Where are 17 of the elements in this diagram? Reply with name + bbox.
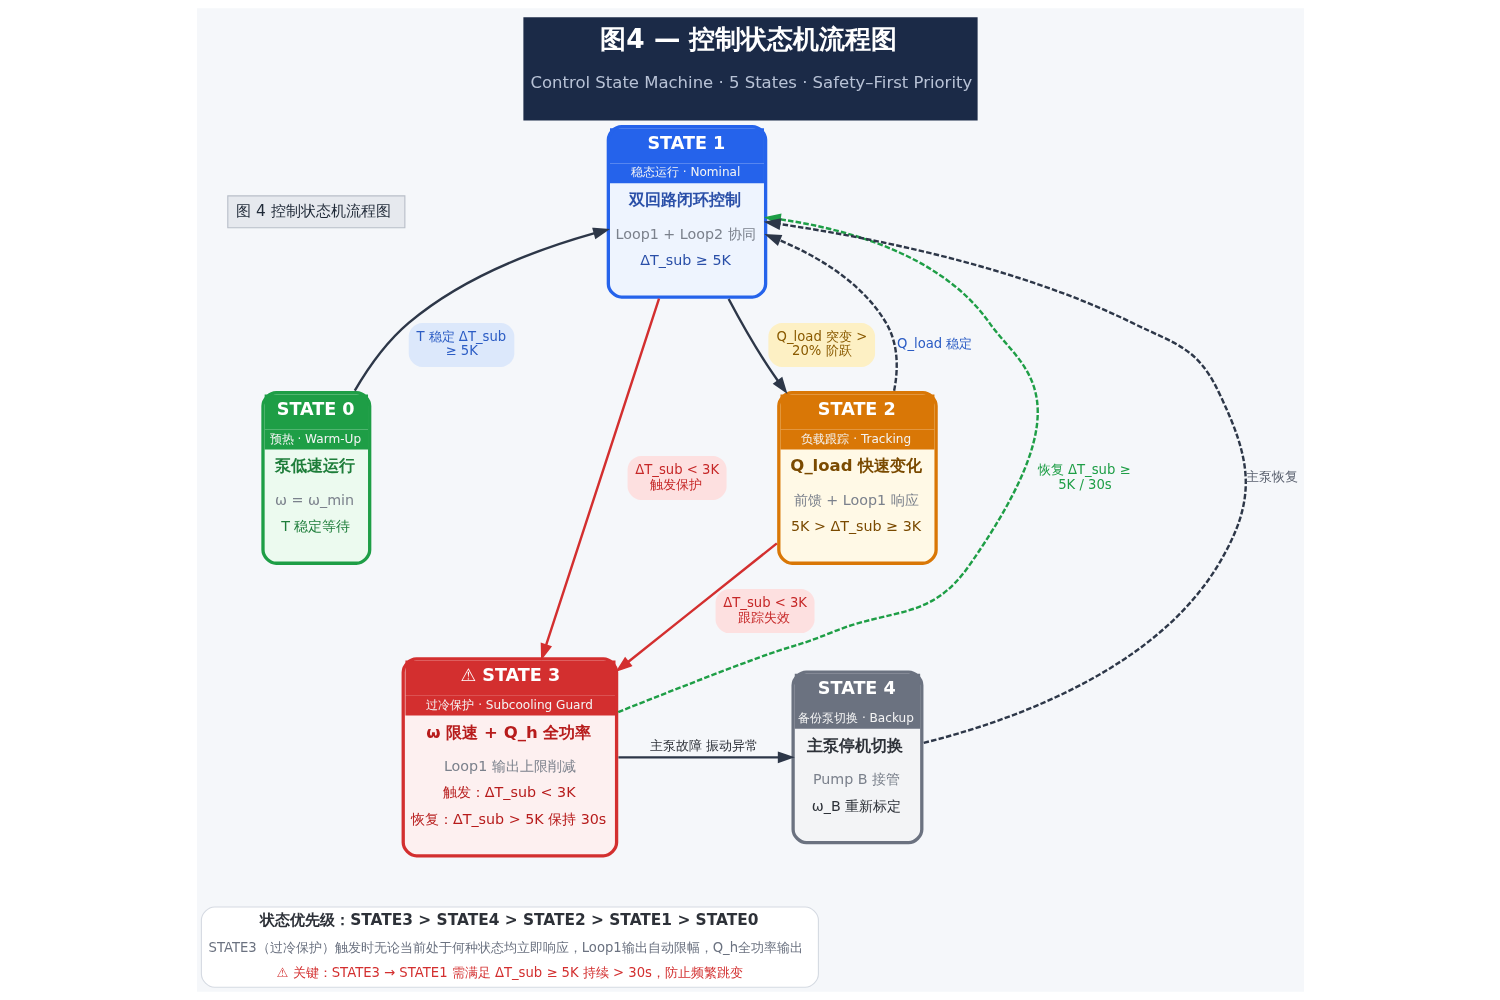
arrow — [763, 234, 898, 392]
edge-label: 恢复 ΔT_sub ≥ 5K / 30s — [1037, 462, 1131, 492]
diagram-title: 图4 — 控制状态机流程图 — [599, 24, 897, 55]
arrow — [763, 218, 1247, 744]
arrow — [727, 298, 787, 394]
arrow — [540, 298, 660, 661]
caption: Control State Machine · 5 States · Safety–First Priority — [530, 72, 972, 92]
edge-label: Q_load 突变 > 20% 阶跃 — [776, 329, 867, 359]
edge-label: ΔT_sub < 3K 触发保护 — [634, 462, 719, 492]
edge-label: 主泵故障 振动异常 — [649, 738, 758, 754]
edge-label: ΔT_sub < 3K 跟踪失效 — [722, 595, 807, 625]
arrow — [353, 227, 610, 392]
edge-label: Q_load 稳定 — [896, 336, 972, 352]
arrow — [617, 751, 795, 764]
edge-label: T 稳定 ΔT_sub ≥ 5K — [415, 329, 506, 359]
arrow — [615, 542, 778, 673]
edge-label: 主泵恢复 — [1245, 469, 1298, 485]
